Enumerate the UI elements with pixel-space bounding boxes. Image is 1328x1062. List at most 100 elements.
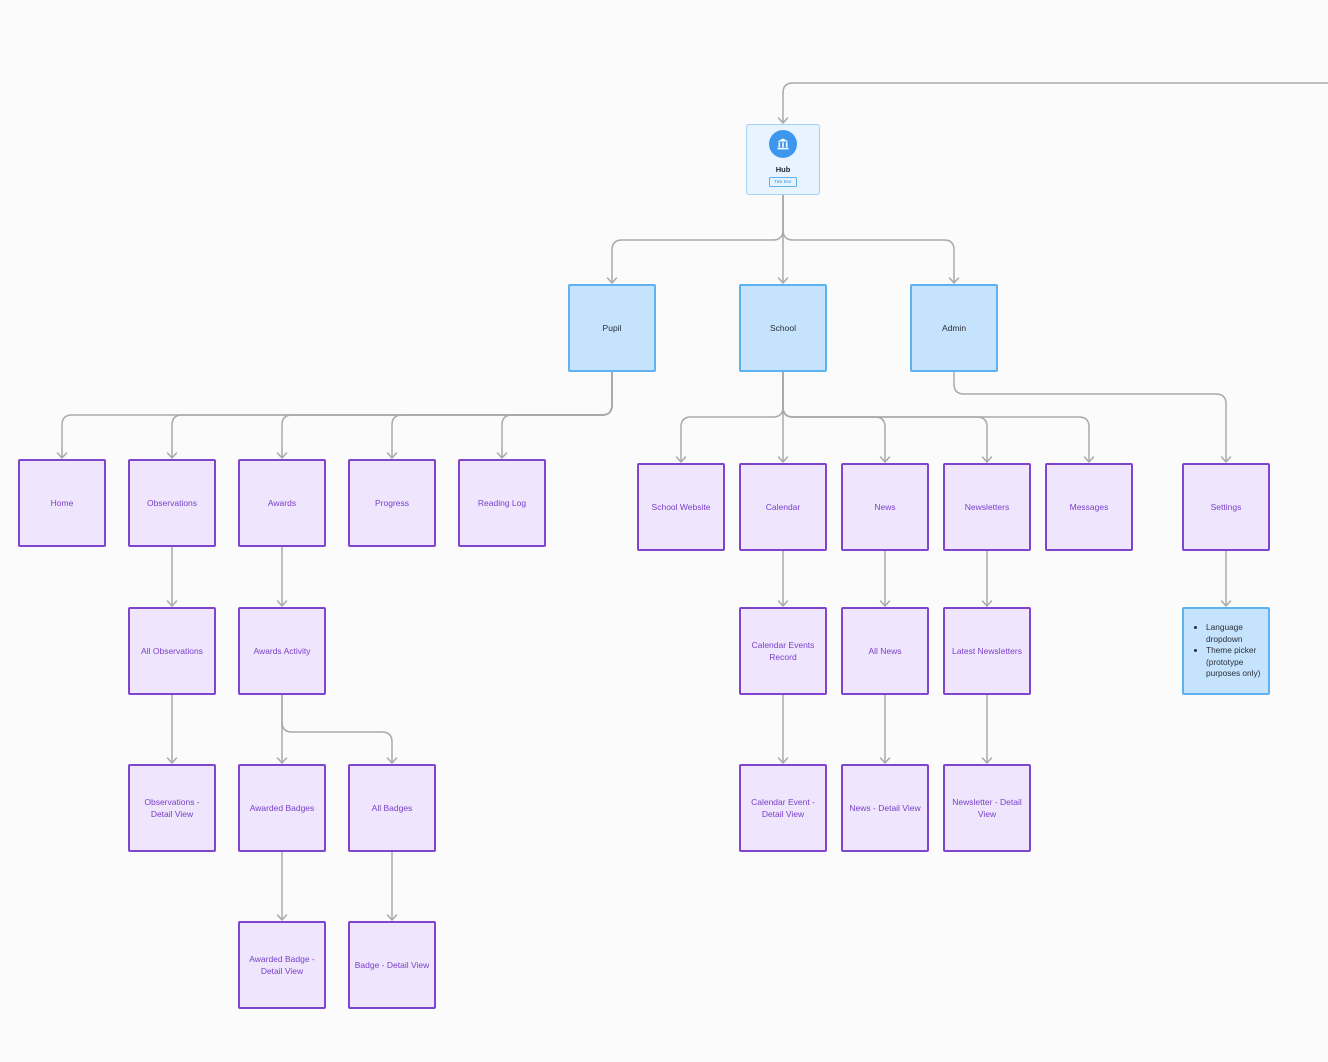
page-progress-label: Progress: [374, 498, 409, 508]
connector-line: [680, 372, 784, 462]
building-icon: [769, 130, 797, 158]
page-awards-activity[interactable]: Awards Activity: [238, 607, 326, 695]
arrowhead: [948, 277, 960, 284]
page-all-news[interactable]: All News: [841, 607, 929, 695]
section-school-label: School: [770, 323, 796, 333]
page-settings[interactable]: Settings: [1182, 463, 1270, 551]
page-badge-detail-label: Badge - Detail View: [354, 960, 430, 970]
page-all-observations[interactable]: All Observations: [128, 607, 216, 695]
arrowhead: [879, 600, 891, 607]
page-all-observations-label: All Observations: [141, 646, 203, 656]
arrowhead: [981, 456, 993, 463]
page-latest-newsletters-label: Latest Newsletters: [952, 646, 1022, 656]
arrowhead: [276, 757, 288, 764]
arrowhead: [1220, 600, 1232, 607]
page-observations-label: Observations: [146, 498, 198, 508]
arrowhead: [981, 757, 993, 764]
page-all-badges[interactable]: All Badges: [348, 764, 436, 852]
page-awards[interactable]: Awards: [238, 459, 326, 547]
connector-line: [611, 195, 784, 283]
section-admin[interactable]: Admin: [910, 284, 998, 372]
page-awarded-badge-detail-label: Awarded Badge - Detail View: [249, 954, 315, 976]
page-calendar-label: Calendar: [765, 502, 801, 512]
page-latest-newsletters[interactable]: Latest Newsletters: [943, 607, 1031, 695]
page-observations[interactable]: Observations: [128, 459, 216, 547]
arrowhead: [386, 914, 398, 921]
page-calendar-events-record-label: Calendar Events Record: [751, 640, 815, 662]
page-awards-label: Awards: [267, 498, 297, 508]
page-school-website-label: School Website: [651, 502, 711, 512]
page-newsletters-label: Newsletters: [964, 502, 1010, 512]
section-school[interactable]: School: [739, 284, 827, 372]
connector-line: [501, 372, 613, 458]
page-messages[interactable]: Messages: [1045, 463, 1133, 551]
page-news[interactable]: News: [841, 463, 929, 551]
page-home[interactable]: Home: [18, 459, 106, 547]
connector-line: [953, 372, 1227, 462]
page-all-news-label: All News: [868, 646, 902, 656]
arrowhead: [675, 456, 687, 463]
section-admin-label: Admin: [941, 323, 967, 333]
hub-label: Hub: [775, 165, 791, 174]
page-awarded-badges-label: Awarded Badges: [249, 803, 315, 813]
section-pupil-label: Pupil: [602, 323, 622, 333]
arrowhead: [56, 452, 68, 459]
arrowhead: [879, 757, 891, 764]
page-messages-label: Messages: [1069, 502, 1109, 512]
page-progress[interactable]: Progress: [348, 459, 436, 547]
arrowhead: [606, 277, 618, 284]
page-news-detail-label: News - Detail View: [849, 803, 921, 813]
arrowhead: [879, 456, 891, 463]
page-calendar-event-detail-label: Calendar Event - Detail View: [751, 797, 815, 819]
page-home-label: Home: [50, 498, 74, 508]
connector-line: [281, 695, 393, 763]
page-settings-label: Settings: [1210, 502, 1242, 512]
arrowhead: [496, 452, 508, 459]
page-awarded-badges[interactable]: Awarded Badges: [238, 764, 326, 852]
page-news-detail[interactable]: News - Detail View: [841, 764, 929, 852]
settings-notes-card[interactable]: Language dropdown Theme picker (prototyp…: [1182, 607, 1270, 695]
page-newsletters[interactable]: Newsletters: [943, 463, 1031, 551]
page-reading-log-label: Reading Log: [477, 498, 527, 508]
page-awards-activity-label: Awards Activity: [253, 646, 311, 656]
page-newsletter-detail-label: Newsletter - Detail View: [952, 797, 1022, 819]
arrowhead: [276, 452, 288, 459]
page-news-label: News: [874, 502, 896, 512]
arrowhead: [777, 456, 789, 463]
hub-node[interactable]: Hub Tab Bar: [746, 124, 820, 195]
page-observations-detail-label: Observations - Detail View: [144, 797, 200, 819]
settings-note-item: Language dropdown: [1206, 622, 1262, 645]
arrowhead: [777, 757, 789, 764]
arrowhead: [276, 600, 288, 607]
page-badge-detail[interactable]: Badge - Detail View: [348, 921, 436, 1009]
arrowhead: [777, 277, 789, 284]
page-newsletter-detail[interactable]: Newsletter - Detail View: [943, 764, 1031, 852]
arrowhead: [386, 452, 398, 459]
arrowhead: [777, 117, 789, 124]
page-awarded-badge-detail[interactable]: Awarded Badge - Detail View: [238, 921, 326, 1009]
tab-bar-tag: Tab Bar: [769, 177, 797, 187]
page-school-website[interactable]: School Website: [637, 463, 725, 551]
settings-notes-list: Language dropdown Theme picker (prototyp…: [1192, 622, 1262, 680]
page-calendar[interactable]: Calendar: [739, 463, 827, 551]
arrowhead: [166, 452, 178, 459]
connector-line: [782, 195, 955, 283]
connector-line: [782, 372, 1090, 462]
arrowhead: [386, 757, 398, 764]
incoming-connector: [782, 82, 1328, 123]
page-calendar-event-detail[interactable]: Calendar Event - Detail View: [739, 764, 827, 852]
arrowhead: [981, 600, 993, 607]
page-reading-log[interactable]: Reading Log: [458, 459, 546, 547]
section-pupil[interactable]: Pupil: [568, 284, 656, 372]
settings-note-item: Theme picker (prototype purposes only): [1206, 645, 1262, 680]
arrowhead: [1083, 456, 1095, 463]
page-calendar-events-record[interactable]: Calendar Events Record: [739, 607, 827, 695]
arrowhead: [777, 600, 789, 607]
arrowhead: [276, 914, 288, 921]
arrowhead: [166, 757, 178, 764]
page-observations-detail[interactable]: Observations - Detail View: [128, 764, 216, 852]
page-all-badges-label: All Badges: [371, 803, 413, 813]
arrowhead: [166, 600, 178, 607]
arrowhead: [1220, 456, 1232, 463]
